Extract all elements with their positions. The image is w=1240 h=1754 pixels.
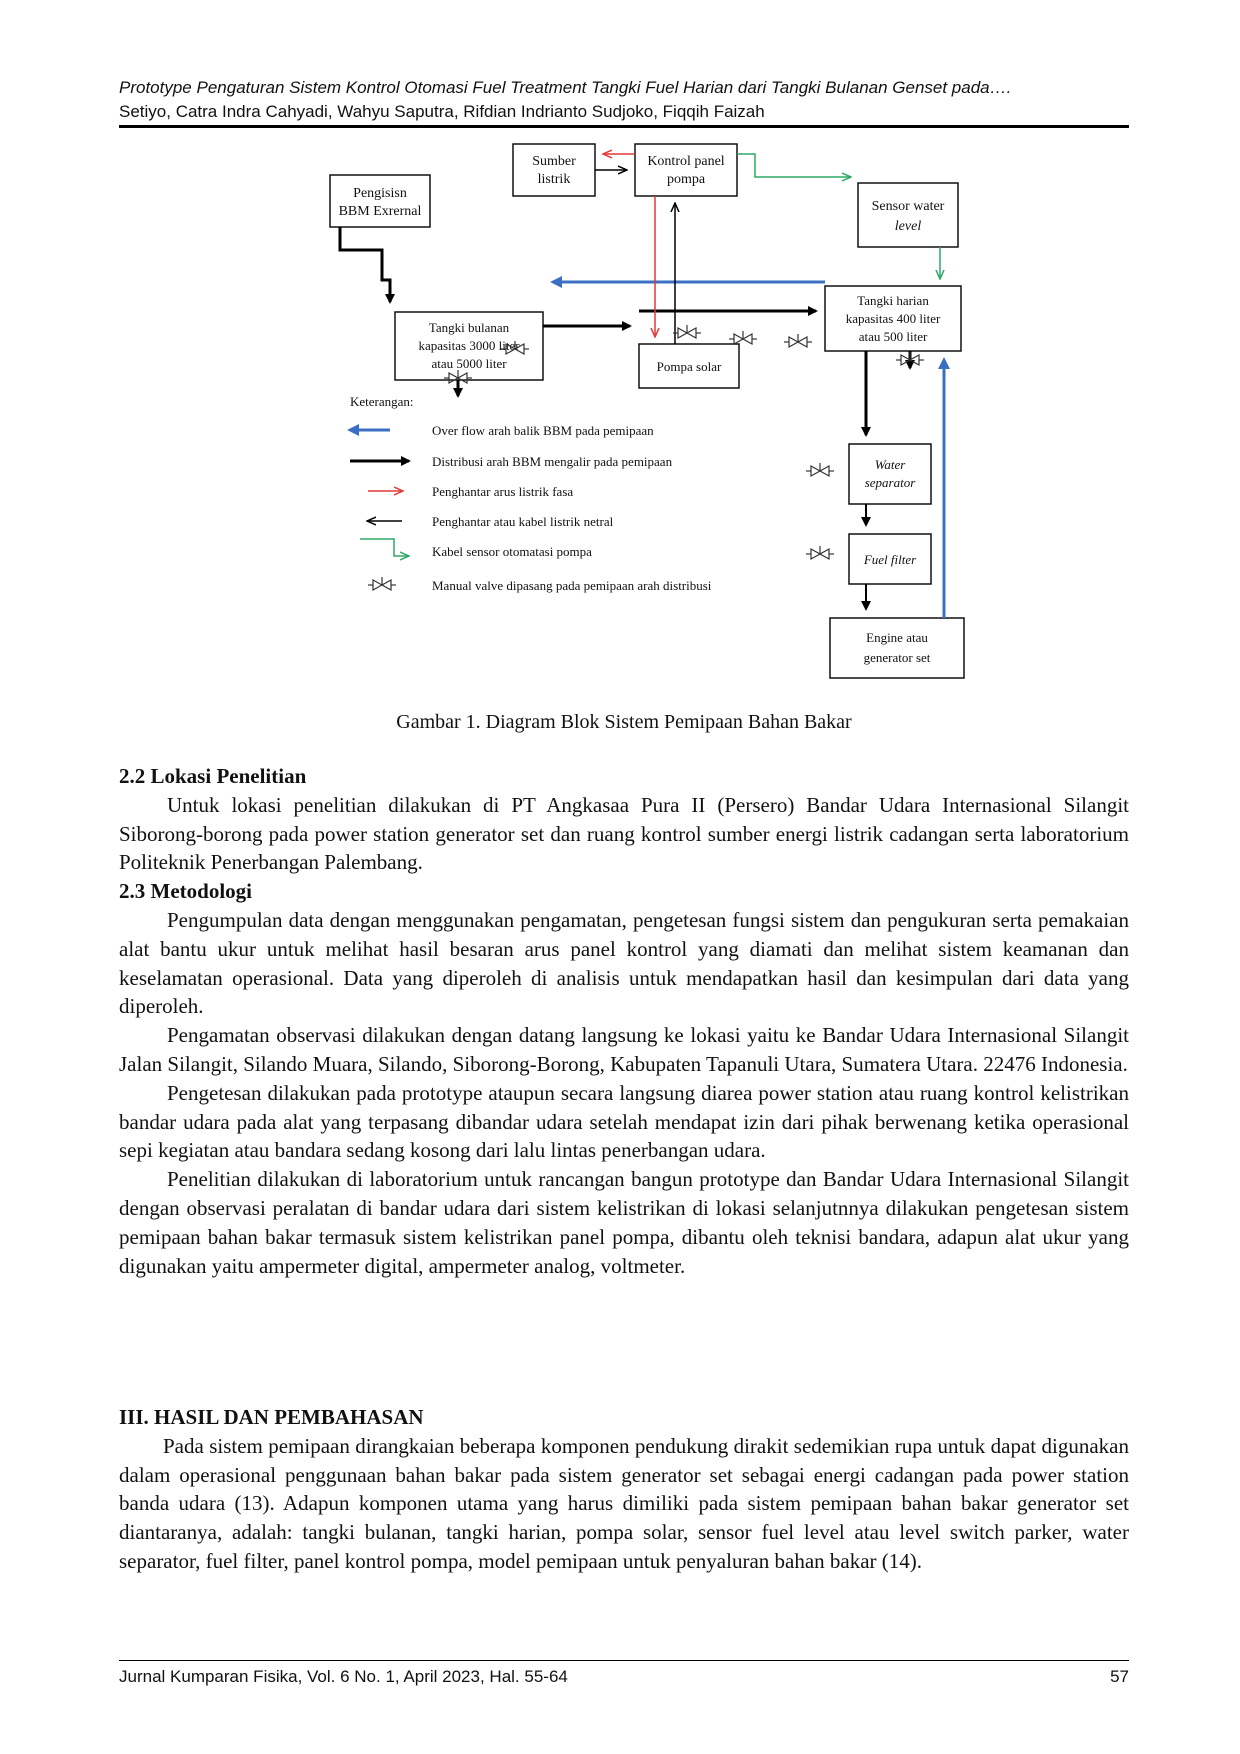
box-tangki-bulanan [394,311,544,381]
label-kontrol-2: pompa [667,172,706,187]
box-sensor-water-level [857,182,959,248]
legend-item-sensor: Kabel sensor otomatasi pompa [432,544,592,559]
legend-item-neutral: Penghantar atau kabel listrik netral [432,514,614,529]
label-pengisian-2: BBM Exrernal [339,204,422,219]
box-tangki-harian [824,285,962,352]
valve-icon [501,341,529,356]
paragraph: Pengetesan dilakukan pada prototype atau… [119,1080,1129,1163]
legend-title: Keterangan: [350,394,414,409]
label-water-1: Water [875,457,907,472]
page-number: 57 [1110,1667,1129,1686]
valve-icon [444,370,472,385]
block-diagram-figure: Sumber listrik Kontrol panel pompa Pengi… [310,130,990,710]
paragraph: Untuk lokasi penelitian dilakukan di PT … [119,792,1129,875]
running-header-authors: Setiyo, Catra Indra Cahyadi, Wahyu Saput… [119,102,765,121]
valve-icon [806,546,834,561]
box-pompa-solar [638,343,740,389]
box-sumber-listrik [512,143,596,197]
header-rule [119,125,1129,128]
paragraph: Pengamatan observasi dilakukan dengan da… [119,1023,1129,1076]
box-water-separator [848,443,932,505]
label-bulanan-2: kapasitas 3000 liter [418,338,520,353]
legend-swatch-sensor [360,538,408,556]
paragraph: Pengumpulan data dengan menggunakan peng… [119,907,1129,1019]
paragraph: Penelitian dilakukan di laboratorium unt… [119,1167,1129,1278]
valve-icon [729,331,757,346]
valve-icon [673,325,701,340]
label-bulanan-3: atau 5000 liter [431,356,507,371]
box-pengisian-bbm [329,174,431,228]
box-kontrol-panel [634,143,738,197]
label-sumber-1: Sumber [532,154,576,169]
heading-hasil: III. HASIL DAN PEMBAHASAN [119,1405,424,1429]
valve-icon [784,334,812,349]
label-sensor-1: Sensor water [872,199,945,214]
section-3: III. HASIL DAN PEMBAHASAN Pada sistem pe… [119,1403,1129,1576]
label-pompa: Pompa solar [657,359,722,374]
heading-lokasi: 2.2 Lokasi Penelitian [119,764,307,788]
valve-icon [896,352,924,367]
line-pengisian-to-bulanan [338,227,395,304]
legend-item-valve: Manual valve dipasang pada pemipaan arah… [432,578,712,593]
valve-icon [806,463,834,478]
label-pengisian-1: Pengisisn [353,186,407,201]
footer-rule [119,1660,1129,1661]
label-sensor-2: level [895,219,922,234]
running-header-title: Prototype Pengaturan Sistem Kontrol Otom… [119,78,1012,97]
label-sumber-2: listrik [538,172,571,187]
block-diagram: Sumber listrik Kontrol panel pompa Pengi… [329,143,965,679]
legend-item-distribution: Distribusi arah BBM mengalir pada pemipa… [432,454,673,469]
valve-group [444,325,924,561]
label-engine-1: Engine atau [866,630,928,645]
legend-item-phase: Penghantar arus listrik fasa [432,484,573,499]
box-engine [829,617,965,679]
label-bulanan-1: Tangki bulanan [429,320,510,335]
figure-caption: Gambar 1. Diagram Blok Sistem Pemipaan B… [396,711,852,733]
footer: Jurnal Kumparan Fisika, Vol. 6 No. 1, Ap… [119,1667,1129,1687]
paragraph: Pada sistem pemipaan dirangkaian beberap… [119,1433,1129,1573]
legend-item-overflow: Over flow arah balik BBM pada pemipaan [432,423,654,438]
footer-journal: Jurnal Kumparan Fisika, Vol. 6 No. 1, Ap… [119,1667,568,1686]
box-fuel-filter [848,533,932,585]
line-kontrol-to-sensor [737,153,850,177]
sections-2: 2.2 Lokasi Penelitian Untuk lokasi penel… [119,762,1129,1280]
label-engine-2: generator set [864,650,931,665]
label-kontrol-1: Kontrol panel [647,154,724,169]
label-harian-2: kapasitas 400 liter [846,311,941,326]
heading-metodologi: 2.3 Metodologi [119,879,252,904]
label-filter: Fuel filter [863,552,917,567]
label-water-2: separator [865,475,917,490]
valve-icon [368,577,396,592]
label-harian-1: Tangki harian [857,293,929,308]
label-harian-3: atau 500 liter [859,329,928,344]
